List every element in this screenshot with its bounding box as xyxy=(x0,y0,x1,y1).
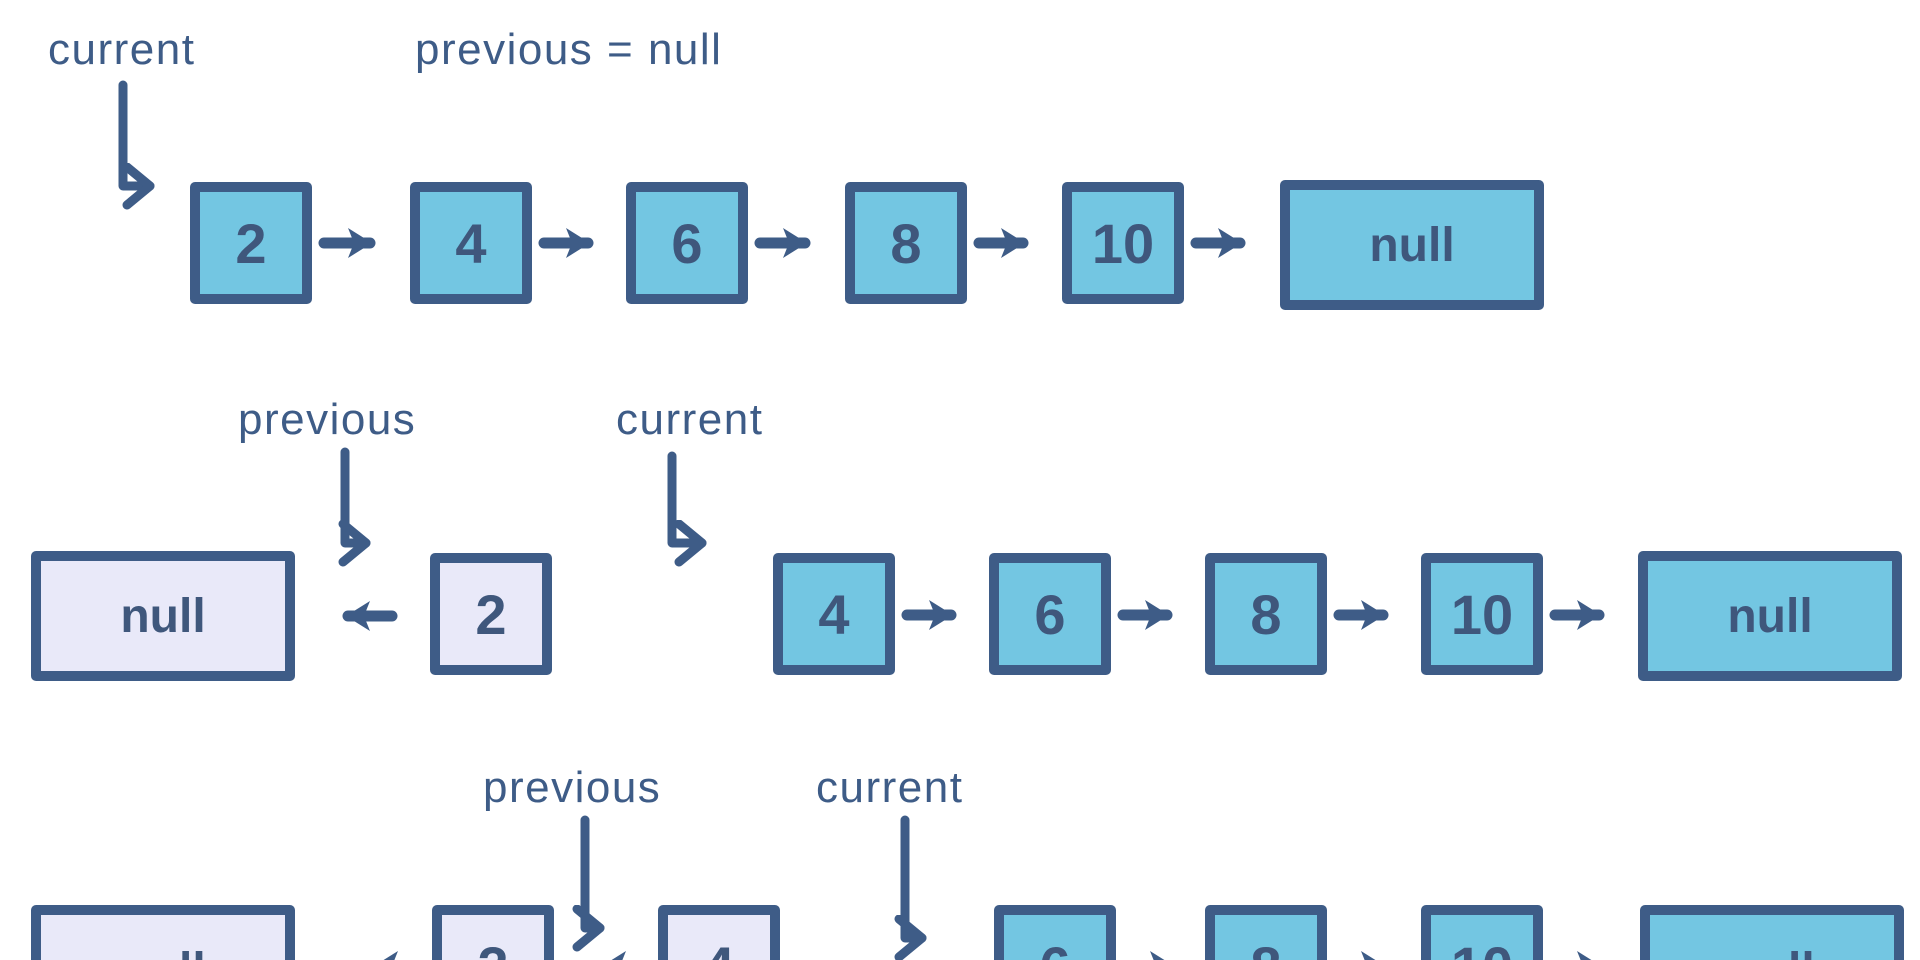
current-pointer-arrow-step1 xyxy=(118,80,155,186)
current-pointer-arrow-step2 xyxy=(667,451,707,543)
label-current-step3: current xyxy=(816,763,964,812)
label-previous-step2: previous xyxy=(238,395,417,444)
node-step3-6: 6 xyxy=(994,905,1116,960)
node-step3-10: 10 xyxy=(1421,905,1543,960)
node-step2-4: 4 xyxy=(773,553,895,675)
node-step3-null: null xyxy=(1640,905,1904,960)
node-step1-6: 6 xyxy=(626,182,748,304)
node-step1-8: 8 xyxy=(845,182,967,304)
label-current-step2: current xyxy=(616,395,764,444)
node-step1-10: 10 xyxy=(1062,182,1184,304)
label-current-step1: current xyxy=(48,25,196,74)
node-step3-4: 4 xyxy=(658,905,780,960)
node-step2-6: 6 xyxy=(989,553,1111,675)
previous-pointer-arrow-step2 xyxy=(345,447,371,543)
node-step2-2: 2 xyxy=(430,553,552,675)
label-previous-null-step1: previous = null xyxy=(415,25,723,74)
node-step1-2: 2 xyxy=(190,182,312,304)
node-step2-null: null xyxy=(1638,551,1902,681)
node-step3-2: 2 xyxy=(432,905,554,960)
previous-pointer-arrow-step3 xyxy=(585,815,605,928)
node-step2-null-reversed: null xyxy=(31,551,295,681)
node-step1-4: 4 xyxy=(410,182,532,304)
node-step2-10: 10 xyxy=(1421,553,1543,675)
node-step2-8: 8 xyxy=(1205,553,1327,675)
node-step3-8: 8 xyxy=(1205,905,1327,960)
current-pointer-arrow-step3 xyxy=(905,815,927,938)
node-step3-null-reversed: null xyxy=(31,905,295,960)
node-step1-null: null xyxy=(1280,180,1544,310)
label-previous-step3: previous xyxy=(483,763,662,812)
